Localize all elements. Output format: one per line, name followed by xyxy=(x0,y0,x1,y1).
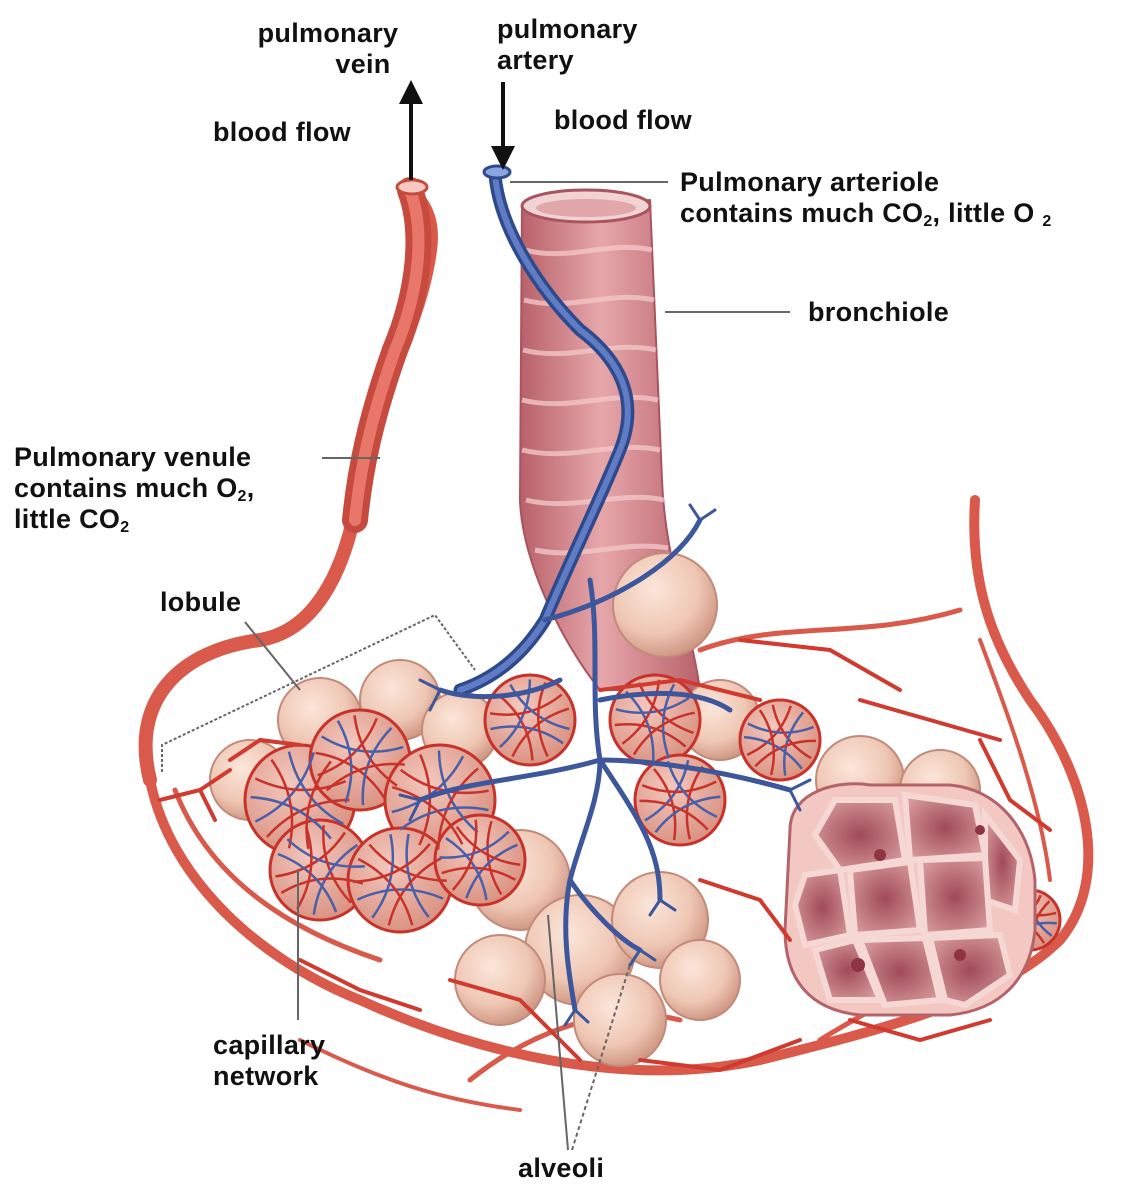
venule-line1: Pulmonary venule xyxy=(14,442,255,473)
pulmonary-artery-line2: artery xyxy=(497,45,638,76)
pulmonary-artery-line1: pulmonary xyxy=(497,14,638,45)
flow-arrows xyxy=(411,82,503,180)
capillary-line1: capillary xyxy=(213,1030,325,1061)
cutaway-alveolus xyxy=(785,784,1035,1015)
arteriole-line1: Pulmonary arteriole xyxy=(680,167,1052,198)
alveoli-label: alveoli xyxy=(518,1153,604,1184)
blood-flow-label-left: blood flow xyxy=(213,117,351,148)
bronchiole-label: bronchiole xyxy=(808,297,949,328)
capillary-branch xyxy=(860,700,1000,740)
pulmonary-vein-line2: vein xyxy=(238,49,418,80)
blood-flow-label-right: blood flow xyxy=(554,105,692,136)
pulmonary-arteriole-label: Pulmonary arteriole contains much CO2, l… xyxy=(680,167,1052,229)
pulmonary-vein-vessel xyxy=(355,180,427,520)
capillary-network-label: capillary network xyxy=(213,1030,325,1092)
pulmonary-venule-label: Pulmonary venule contains much O2, littl… xyxy=(14,442,255,535)
capillary-branch xyxy=(740,640,900,690)
pulmonary-artery-label: pulmonary artery xyxy=(497,14,638,76)
pulmonary-vein-line1: pulmonary xyxy=(238,18,418,49)
capillary-line2: network xyxy=(213,1061,325,1092)
arteriole-line2: contains much CO2, little O 2 xyxy=(680,198,1052,229)
venule-line3: little CO2 xyxy=(14,504,255,535)
venule-line2: contains much O2, xyxy=(14,473,255,504)
lobule-label: lobule xyxy=(160,587,241,618)
capillary-branch xyxy=(700,880,790,940)
pulmonary-vein-label: pulmonary vein xyxy=(238,18,418,80)
